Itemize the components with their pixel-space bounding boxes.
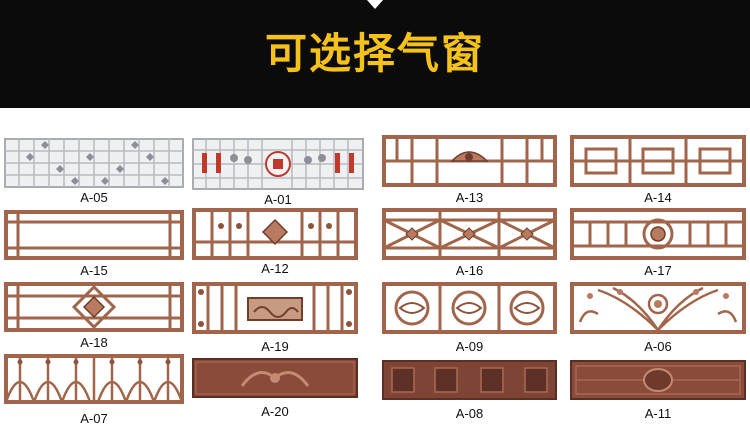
- header-banner: 可选择气窗: [0, 0, 750, 108]
- product-a-16[interactable]: A-16: [382, 208, 557, 280]
- window-thumbnail: [192, 138, 364, 190]
- product-code: A-18: [80, 335, 108, 350]
- product-code: A-07: [80, 411, 108, 426]
- window-thumbnail: [4, 354, 184, 404]
- product-code: A-13: [455, 190, 484, 205]
- product-a-13[interactable]: A-13: [382, 135, 557, 205]
- product-code: A-12: [261, 261, 289, 276]
- window-thumbnail: [4, 210, 184, 260]
- product-code: A-15: [80, 263, 108, 278]
- product-code: A-19: [261, 339, 289, 354]
- product-code: A-14: [644, 190, 672, 205]
- window-thumbnail: [570, 208, 746, 260]
- window-thumbnail: [4, 282, 184, 332]
- product-code: A-16: [455, 263, 484, 278]
- product-code: A-05: [80, 190, 108, 205]
- window-thumbnail: [570, 282, 746, 334]
- window-thumbnail: [382, 282, 557, 334]
- product-code: A-06: [644, 339, 672, 354]
- window-thumbnail: [192, 282, 358, 334]
- product-code: A-17: [644, 263, 672, 278]
- product-a-14[interactable]: A-14: [570, 135, 746, 205]
- product-a-17[interactable]: A-17: [570, 208, 746, 280]
- window-thumbnail: [192, 208, 358, 260]
- window-thumbnail: [570, 360, 746, 400]
- product-a-08[interactable]: A-08: [382, 360, 557, 426]
- product-a-12[interactable]: A-12: [192, 208, 358, 278]
- product-code: A-09: [455, 339, 484, 354]
- banner-notch: [367, 0, 383, 9]
- product-a-01[interactable]: A-01: [192, 138, 364, 208]
- window-thumbnail: [4, 138, 184, 188]
- product-a-05[interactable]: A-05: [4, 138, 184, 208]
- banner-title: 可选择气窗: [264, 29, 485, 78]
- product-a-07[interactable]: A-07: [4, 354, 184, 428]
- window-thumbnail: [192, 358, 358, 398]
- product-code: A-11: [644, 406, 672, 421]
- product-a-20[interactable]: A-20: [192, 358, 358, 426]
- product-a-06[interactable]: A-06: [570, 282, 746, 354]
- product-code: A-08: [455, 406, 484, 421]
- product-code: A-01: [264, 192, 292, 207]
- product-code: A-20: [261, 404, 289, 419]
- product-a-18[interactable]: A-18: [4, 282, 184, 352]
- product-a-15[interactable]: A-15: [4, 210, 184, 280]
- window-thumbnail: [382, 208, 557, 260]
- product-a-19[interactable]: A-19: [192, 282, 358, 354]
- window-thumbnail: [382, 360, 557, 400]
- product-a-11[interactable]: A-11: [570, 360, 746, 426]
- window-thumbnail: [570, 135, 746, 187]
- window-thumbnail: [382, 135, 557, 187]
- product-a-09[interactable]: A-09: [382, 282, 557, 354]
